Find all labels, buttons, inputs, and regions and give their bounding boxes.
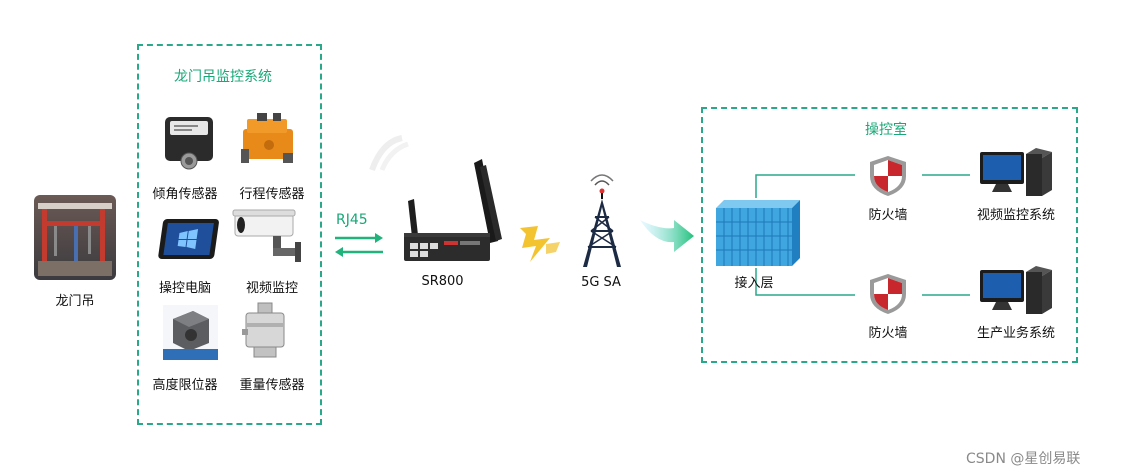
- system-bottom-label: 生产业务系统: [976, 326, 1055, 341]
- tower-label: 5G SA: [581, 275, 621, 290]
- crane-monitor-system-title: 龙门吊监控系统: [174, 69, 272, 85]
- camera-icon: [232, 208, 303, 264]
- load-cell-icon: [240, 302, 290, 363]
- bidirectional-arrow-icon: [335, 233, 383, 257]
- firewall-top-label: 防火墙: [868, 208, 908, 223]
- green-arrow-icon: [640, 220, 694, 252]
- tilt-sensor-icon: [162, 113, 217, 171]
- tower-icon: [577, 174, 627, 270]
- device-label: 重量传感器: [239, 378, 305, 393]
- firewall-shield-icon: [866, 272, 910, 316]
- firewall-bottom-label: 防火墙: [868, 326, 908, 341]
- control-room-box: [701, 107, 1078, 363]
- crane-label: 龙门吊: [55, 294, 95, 309]
- system-top-label: 视频监控系统: [976, 208, 1055, 223]
- access-switch-icon: [714, 200, 802, 266]
- height-limiter-icon: [163, 305, 218, 360]
- firewall-shield-icon: [866, 154, 910, 198]
- crane-monitor-system-box: [137, 44, 322, 425]
- device-label: 操控电脑: [158, 281, 211, 296]
- rj45-label: RJ45: [336, 212, 368, 228]
- device-label: 视频监控: [245, 281, 298, 296]
- router-icon: [400, 155, 505, 265]
- device-label: 高度限位器: [152, 378, 218, 393]
- access-layer-label: 接入层: [734, 276, 774, 291]
- device-label: 行程传感器: [239, 187, 305, 202]
- desktop-computer-icon: [980, 148, 1056, 196]
- crane-photo: [34, 195, 116, 280]
- lightning-icon: [520, 226, 560, 262]
- tablet-icon: [156, 215, 222, 263]
- watermark: CSDN @星创易联: [966, 451, 1081, 467]
- desktop-computer-icon: [980, 266, 1056, 314]
- stroke-sensor-icon: [237, 113, 299, 173]
- device-label: 倾角传感器: [152, 187, 218, 202]
- control-room-title: 操控室: [865, 122, 907, 138]
- signal-waves-icon: [369, 135, 409, 172]
- router-label: SR800: [421, 274, 464, 289]
